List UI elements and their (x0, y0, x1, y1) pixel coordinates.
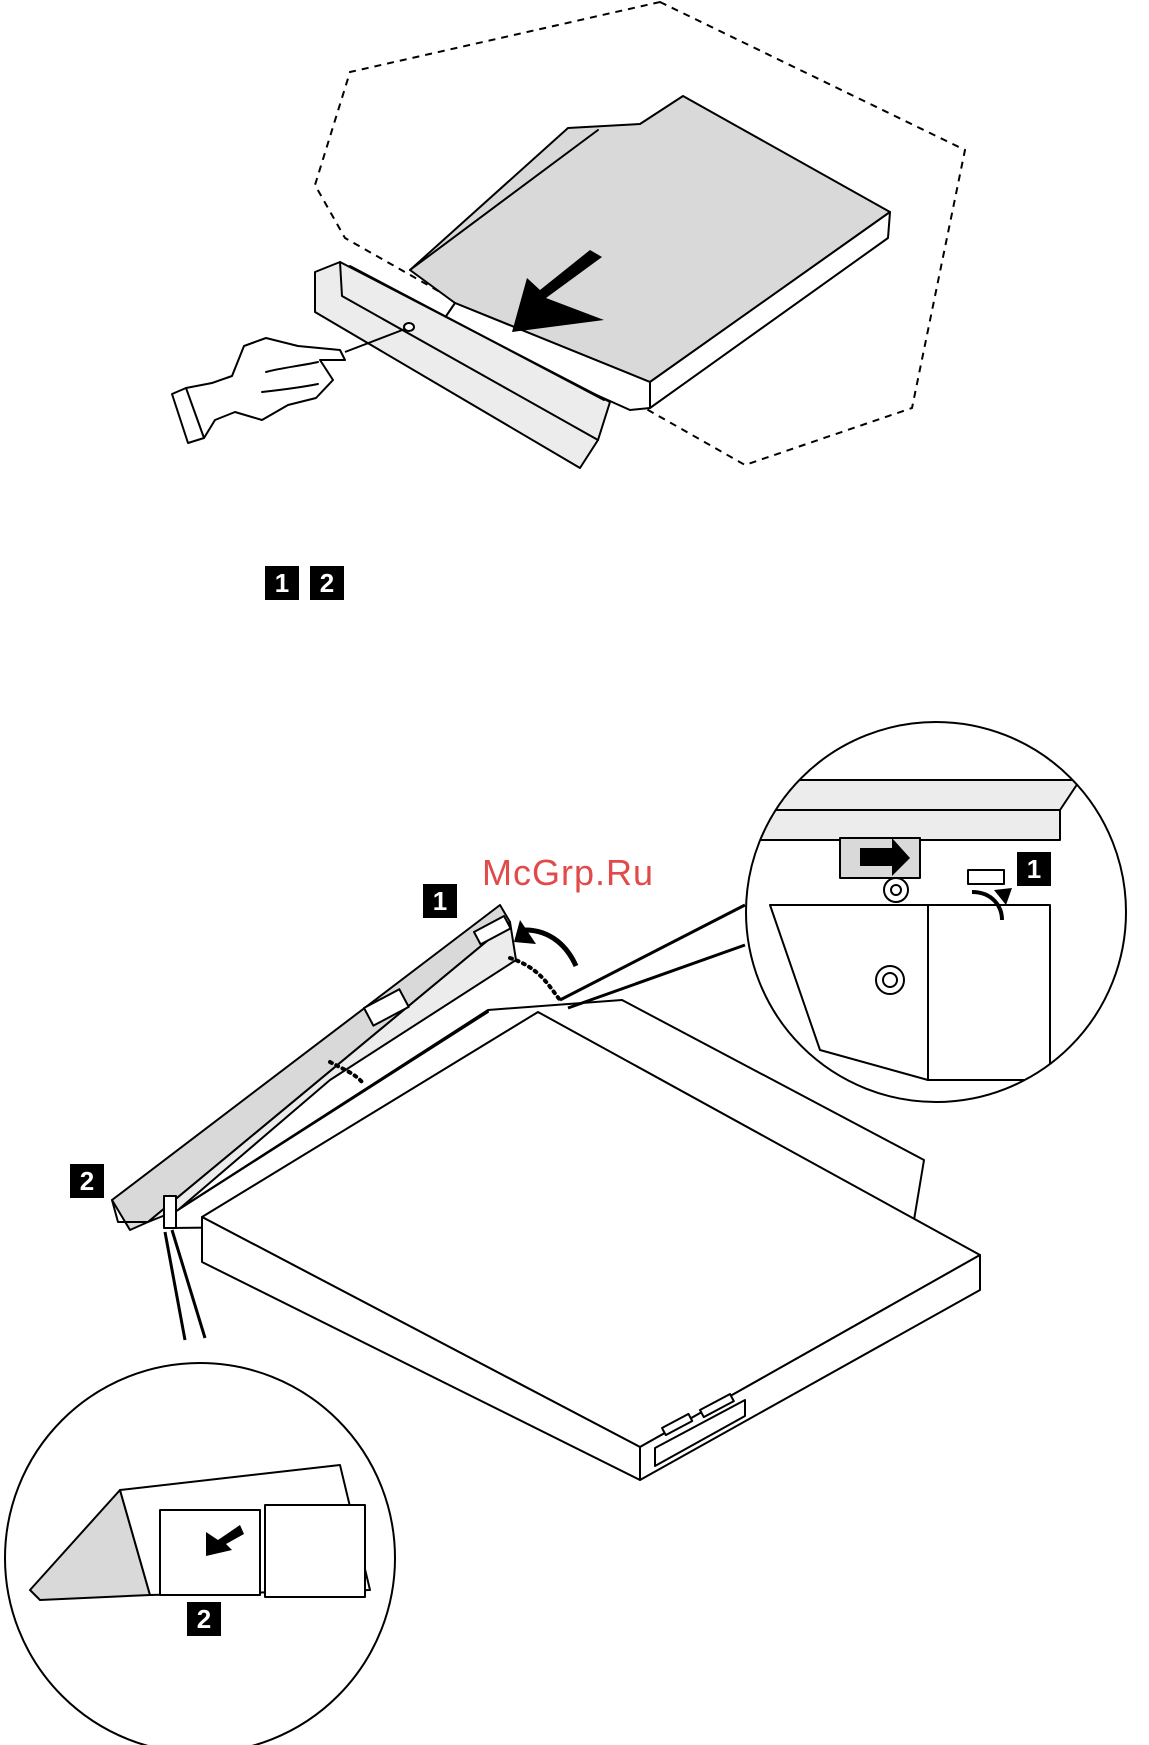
curved-arrow-top (525, 930, 576, 966)
callout-1-zoom: 1 (1017, 852, 1051, 886)
zoom-leader-1b (568, 945, 745, 1008)
zoom-detail-top (746, 722, 1126, 1102)
zoom-leader-2b (165, 1232, 185, 1340)
callout-2-zoom: 2 (187, 1602, 221, 1636)
zoom-leader-2a (172, 1230, 205, 1338)
release-path-1 (510, 958, 560, 1000)
watermark-text: McGrp.Ru (482, 852, 654, 894)
zoom-detail-bottom (5, 1363, 395, 1745)
callout-1-bezel: 1 (423, 884, 457, 918)
callout-2-bezel: 2 (70, 1164, 104, 1198)
zoom-leader-1a (560, 905, 745, 1000)
bezel-clip-lower (164, 1196, 176, 1228)
